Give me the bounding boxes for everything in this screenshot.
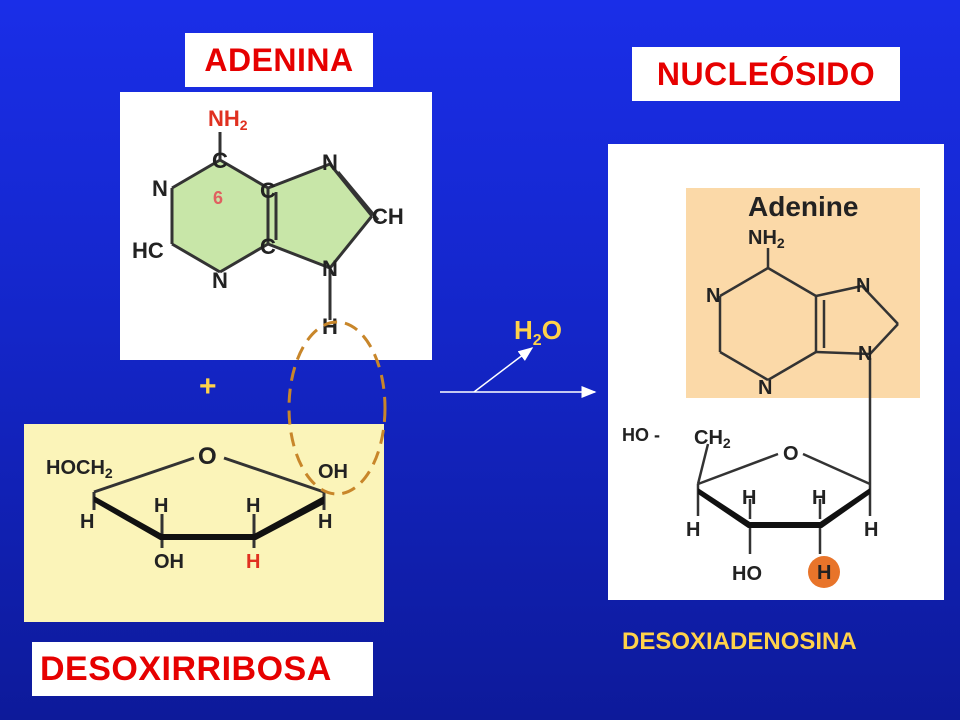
nucleoside-sugar-bold-edge [698,488,870,528]
deoxyribose-structure-panel: HOCH2 O OH H H H H OH H [24,424,384,622]
adenine-ch8: CH [372,204,404,229]
adenine-n9: N [322,256,338,281]
adenine-h9: H [322,314,338,339]
adenine-n3: N [212,268,228,293]
adenine-atom-labels: NH2 C 6 N HC N C C N CH N H [132,106,404,339]
nucleoside-h-2-highlight: H [817,562,831,584]
nucleoside-n7: N [856,275,870,297]
nucleoside-n3: N [758,377,772,399]
plus-sign: + [199,370,217,403]
deoxyribose-oh-3: OH [154,551,184,573]
water-label: H2O [514,315,562,350]
adenine-structure-panel: NH2 C 6 N HC N C C N CH N H [120,92,432,360]
nucleosido-label: NUCLEÓSIDO [632,47,900,101]
adenine-pyrimidine-ring [172,160,268,272]
deoxyribose-h-2top: H [246,495,260,517]
deoxyribose-oh-1: OH [318,461,348,483]
deoxyribose-h-1: H [318,511,332,533]
nucleoside-ring-o: O [783,443,799,465]
reaction-arrow-water [473,347,534,393]
deoxyribose-h-2-highlight: H [246,551,260,573]
nucleoside-base-bonds [718,248,899,484]
deoxyribose-ring-bold-edge [94,496,324,540]
deoxyribose-structure-diagram: HOCH2 O OH H H H H OH H [46,443,348,573]
nucleoside-sugar-labels: CH2 O H H H H HO H [686,427,878,585]
nucleoside-nh2: NH2 [748,227,785,251]
nucleoside-h-4: H [686,519,700,541]
adenine-n1: N [152,176,168,201]
deoxyribose-h-4: H [80,511,94,533]
nucleoside-n1: N [706,285,720,307]
adenine-bonds [170,132,380,320]
desoxiadenosina-label: DESOXIADENOSINA [622,628,857,655]
nucleoside-h-1: H [864,519,878,541]
nucleoside-n9: N [858,343,872,365]
deoxyribose-h-3top: H [154,495,168,517]
adenine-imidazole-ring [268,164,372,268]
desoxirribosa-label: DESOXIRRIBOSA [32,642,373,696]
adenina-label: ADENINA [185,33,373,87]
adenine-hc: HC [132,238,164,263]
adenine-c4: C [260,234,276,259]
adenine-n7: N [322,150,338,175]
nucleoside-structure-diagram: Adenine NH2 N N N N [608,144,920,600]
adenine-c6: C [212,148,228,173]
deoxyribose-ring-o: O [198,443,217,470]
adenine-six-label: 6 [213,188,223,208]
nucleoside-h-3top: H [742,487,756,509]
nucleoside-ho-3: HO [732,563,762,585]
nucleoside-highlight-h-circle [808,556,840,588]
nucleoside-base-title: Adenine [748,191,858,222]
nucleoside-structure-panel: Adenine NH2 N N N N [608,144,944,600]
nucleoside-h-2top: H [812,487,826,509]
nucleoside-ch2: CH2 [694,427,731,451]
deoxyribose-hoch2: HOCH2 [46,457,113,481]
nucleoside-base-labels: NH2 N N N N [706,227,872,399]
adenine-structure-diagram: NH2 C 6 N HC N C C N CH N H [132,106,404,339]
adenine-c5: C [260,178,276,203]
adenine-nh2: NH2 [208,106,248,133]
nucleoside-ho-prefix: HO - [622,425,660,445]
